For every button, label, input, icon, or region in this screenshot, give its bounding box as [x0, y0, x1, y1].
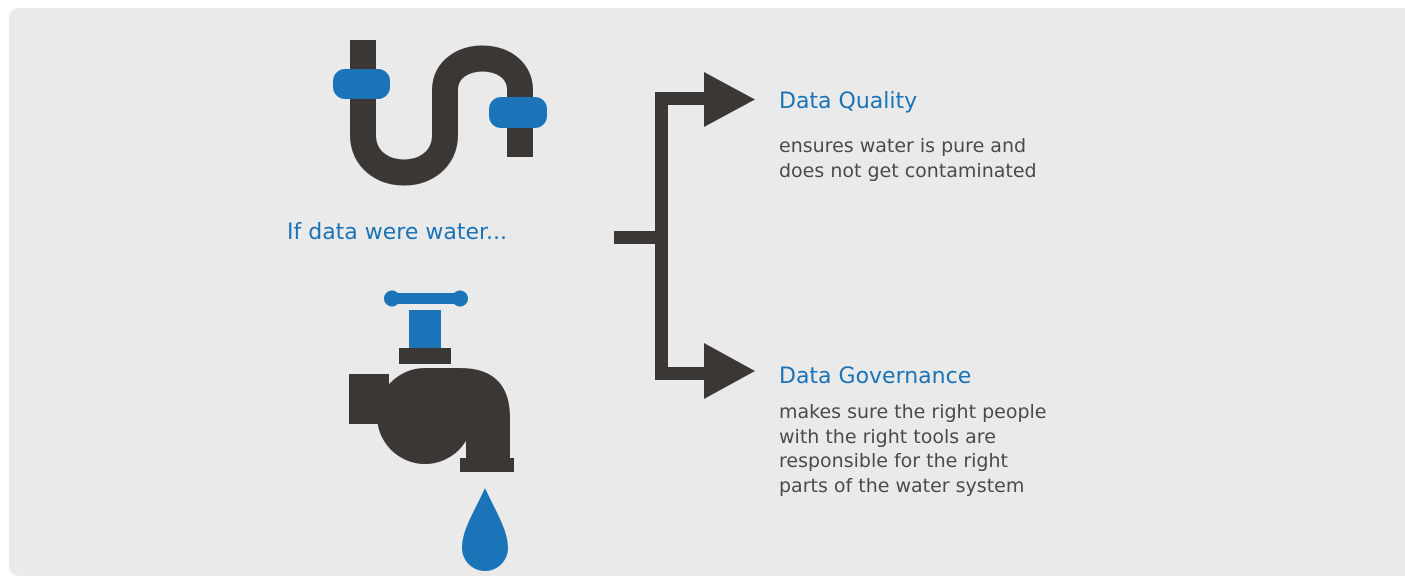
data-quality-description: ensures water is pure and does not get c… — [779, 135, 1037, 182]
intro-text: If data were water... — [287, 220, 508, 245]
faucet-icon — [349, 290, 514, 472]
data-quality-heading: Data Quality — [779, 89, 918, 114]
water-drop-icon — [462, 488, 508, 571]
pipe-coupling-right — [489, 97, 547, 128]
data-governance-heading: Data Governance — [779, 364, 972, 389]
pipe-icon — [333, 40, 547, 186]
data-governance-description: makes sure the right people with the rig… — [779, 401, 1047, 497]
pipe-coupling-left — [333, 69, 390, 99]
branch-connector — [614, 72, 755, 399]
